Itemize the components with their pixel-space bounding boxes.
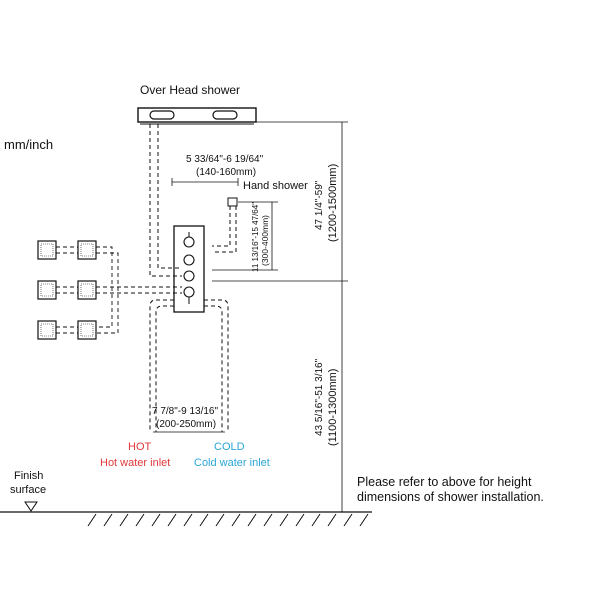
hand-shower-holder — [212, 197, 238, 253]
dim-valve-height-inch: 43 5/16"-51 3/16" — [314, 358, 325, 436]
body-jet — [37, 240, 57, 260]
installation-note-line2: dimensions of shower installation. — [357, 490, 544, 504]
units-label: mm/inch — [4, 137, 53, 152]
dim-overhead-height-mm: (1200-1500mm) — [327, 164, 339, 242]
dim-hand-vertical-inch: 11 13/16"-15 47/64" — [251, 202, 260, 272]
dim-inlet-spacing: 7 7/8"-9 13/16" (200-250mm) — [152, 406, 225, 433]
cold-label: COLD — [214, 441, 245, 453]
overhead-shower-head — [137, 107, 257, 125]
body-jet — [37, 320, 57, 340]
dim-horizontal-top: 5 33/64"-6 19/64" (140-160mm) — [171, 154, 264, 186]
body-jet-pipes — [56, 246, 182, 334]
floor-line — [0, 511, 372, 527]
dim-valve-height-mm: (1100-1300mm) — [327, 369, 339, 446]
body-jets — [37, 240, 97, 340]
dim-inlet-spacing-mm: (200-250mm) — [156, 419, 216, 430]
overhead-supply-pipe — [149, 124, 182, 277]
finish-surface-label-line1: Finish — [14, 470, 43, 482]
hand-shower-label: Hand shower — [243, 180, 308, 192]
dim-overhead-height: 47 1/4"-59" (1200-1500mm) — [212, 121, 348, 282]
dim-valve-height: 43 5/16"-51 3/16" (1100-1300mm) — [314, 281, 348, 513]
finish-surface-marker-icon — [24, 501, 38, 512]
dim-horizontal-top-inch: 5 33/64"-6 19/64" — [186, 154, 264, 165]
body-jet — [77, 320, 97, 340]
dim-hand-vertical-mm: (300-400mm) — [260, 215, 270, 266]
installation-note-line1: Please refer to above for height — [357, 475, 532, 489]
body-jet — [37, 280, 57, 300]
body-jet — [77, 240, 97, 260]
hot-label: HOT — [128, 441, 152, 453]
finish-surface-label-line2: surface — [10, 484, 46, 496]
hot-water-inlet-label: Hot water inlet — [100, 457, 170, 469]
body-jet — [77, 280, 97, 300]
dim-inlet-spacing-inch: 7 7/8"-9 13/16" — [152, 406, 218, 417]
inlet-pipes — [149, 299, 229, 432]
mixing-valve — [173, 225, 205, 313]
dim-hand-vertical: 11 13/16"-15 47/64" (300-400mm) — [212, 201, 278, 272]
dim-horizontal-top-mm: (140-160mm) — [196, 167, 256, 178]
cold-water-inlet-label: Cold water inlet — [194, 457, 270, 469]
overhead-shower-label: Over Head shower — [140, 83, 240, 97]
dim-overhead-height-inch: 47 1/4"-59" — [314, 180, 325, 230]
